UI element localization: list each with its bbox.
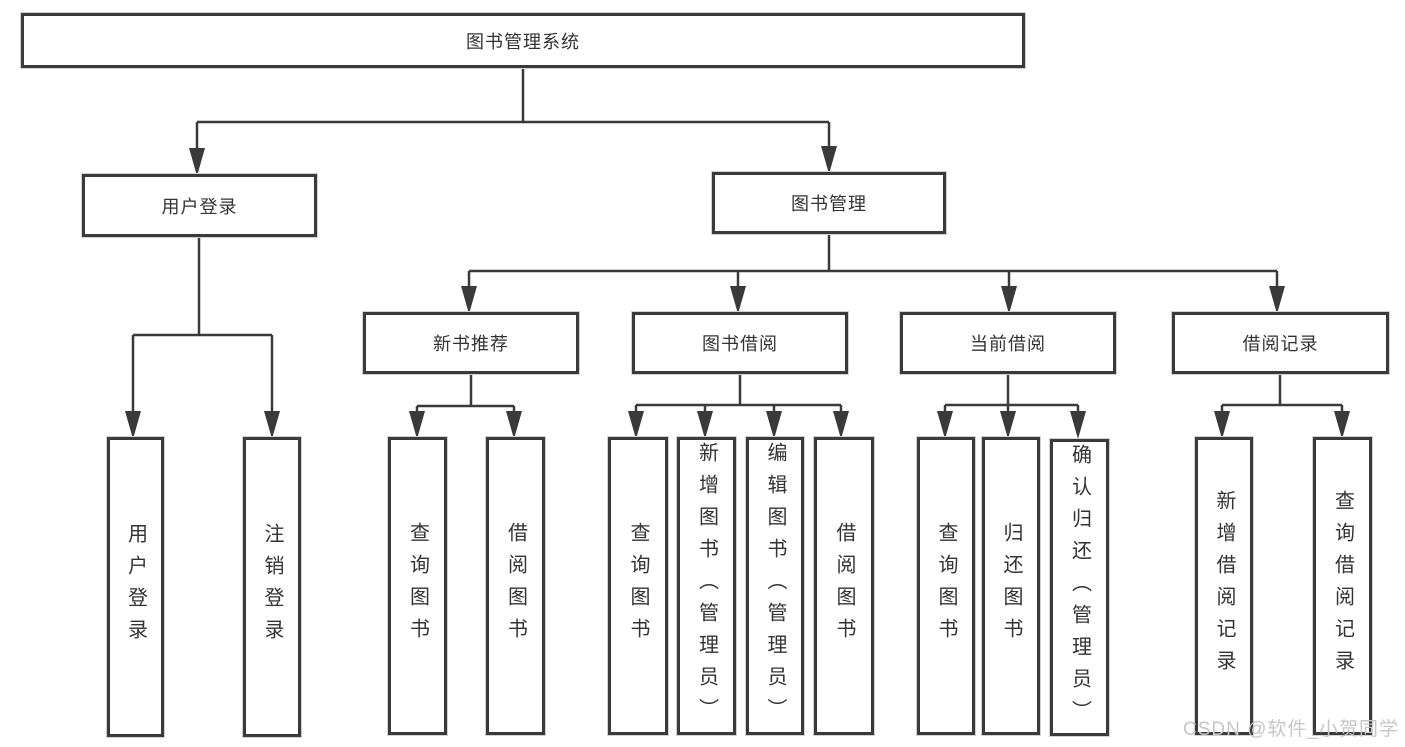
leaf-recommend-borrow-book: 借阅图书 bbox=[486, 437, 545, 735]
leaf-borrow-book: 借阅图书 bbox=[814, 437, 874, 735]
leaf-current-query-book-label: 查询图书 bbox=[935, 522, 957, 650]
node-book-borrow-label: 图书借阅 bbox=[702, 334, 778, 354]
leaf-user-login-label: 用户登录 bbox=[124, 523, 147, 651]
leaf-add-book-admin: 新增图书（管理员） bbox=[677, 437, 736, 735]
leaf-borrow-query-book: 查询图书 bbox=[608, 437, 668, 735]
arrow-icon bbox=[461, 286, 477, 314]
leaf-current-query-book: 查询图书 bbox=[917, 437, 975, 735]
leaf-logout: 注销登录 bbox=[243, 437, 301, 737]
arrow-icon bbox=[506, 411, 522, 439]
arrow-icon bbox=[1070, 411, 1086, 439]
node-root-label: 图书管理系统 bbox=[466, 31, 580, 52]
arrow-icon bbox=[697, 411, 713, 439]
arrow-icon bbox=[628, 411, 644, 439]
arrow-icon bbox=[1214, 411, 1230, 439]
arrow-icon bbox=[409, 411, 425, 439]
leaf-recommend-query-book-label: 查询图书 bbox=[406, 522, 429, 650]
arrow-icon bbox=[1334, 411, 1350, 439]
node-user-login: 用户登录 bbox=[82, 174, 317, 237]
arrow-icon bbox=[1000, 411, 1016, 439]
leaf-add-book-admin-label: 新增图书（管理员） bbox=[695, 442, 718, 730]
arrow-icon bbox=[125, 411, 141, 439]
node-borrow-records-label: 借阅记录 bbox=[1242, 334, 1319, 354]
leaf-return-book-label: 归还图书 bbox=[1000, 522, 1022, 650]
arrow-icon bbox=[937, 411, 953, 439]
leaf-recommend-query-book: 查询图书 bbox=[388, 437, 447, 735]
node-new-book-recommend: 新书推荐 bbox=[363, 312, 579, 374]
leaf-query-borrow-record-label: 查询借阅记录 bbox=[1331, 490, 1354, 682]
arrow-icon bbox=[821, 146, 837, 174]
arrow-icon bbox=[189, 148, 205, 176]
leaf-add-borrow-record: 新增借阅记录 bbox=[1195, 437, 1253, 735]
leaf-query-borrow-record: 查询借阅记录 bbox=[1313, 437, 1372, 735]
node-book-management: 图书管理 bbox=[712, 172, 946, 234]
leaf-user-login: 用户登录 bbox=[107, 437, 164, 737]
arrow-icon bbox=[1269, 286, 1285, 314]
csdn-watermark: CSDN @软件_小贺同学 bbox=[1183, 719, 1399, 740]
node-current-borrow-label: 当前借阅 bbox=[970, 334, 1046, 354]
leaf-recommend-borrow-book-label: 借阅图书 bbox=[504, 522, 527, 650]
node-root: 图书管理系统 bbox=[21, 13, 1025, 68]
leaf-edit-book-admin-label: 编辑图书（管理员） bbox=[764, 442, 786, 730]
node-user-login-label: 用户登录 bbox=[161, 196, 238, 217]
leaf-logout-label: 注销登录 bbox=[261, 523, 283, 651]
leaf-add-borrow-record-label: 新增借阅记录 bbox=[1213, 490, 1235, 682]
node-new-book-recommend-label: 新书推荐 bbox=[433, 334, 509, 354]
arrow-icon bbox=[833, 411, 849, 439]
leaf-borrow-query-book-label: 查询图书 bbox=[627, 522, 649, 650]
leaf-borrow-book-label: 借阅图书 bbox=[833, 522, 855, 650]
arrow-icon bbox=[1001, 286, 1017, 314]
node-book-borrow: 图书借阅 bbox=[632, 312, 848, 374]
leaf-confirm-return-admin: 确认归还（管理员） bbox=[1050, 439, 1109, 736]
leaf-confirm-return-admin-label: 确认归还（管理员） bbox=[1068, 443, 1091, 732]
arrow-icon bbox=[766, 411, 782, 439]
arrow-icon bbox=[264, 411, 280, 439]
arrow-icon bbox=[730, 286, 746, 314]
node-current-borrow: 当前借阅 bbox=[900, 312, 1116, 374]
leaf-return-book: 归还图书 bbox=[982, 437, 1040, 735]
leaf-edit-book-admin: 编辑图书（管理员） bbox=[746, 437, 804, 735]
node-book-management-label: 图书管理 bbox=[791, 194, 867, 214]
node-borrow-records: 借阅记录 bbox=[1172, 312, 1389, 374]
